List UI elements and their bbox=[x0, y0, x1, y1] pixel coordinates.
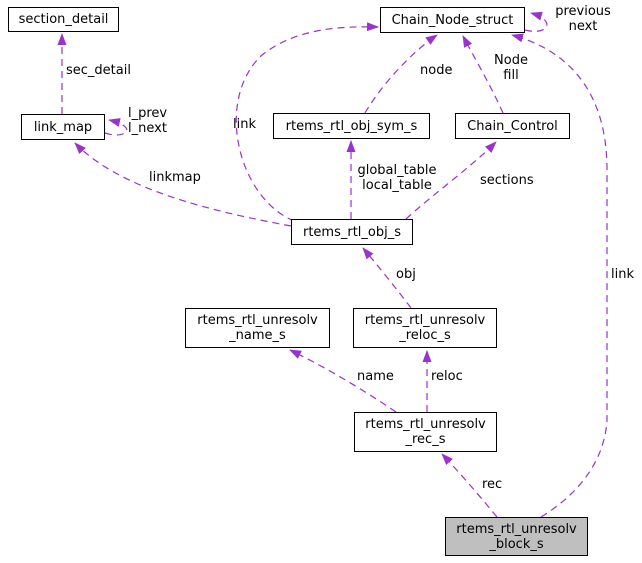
edge-label-node: node bbox=[420, 63, 453, 78]
node-link-map[interactable]: link_map bbox=[21, 114, 105, 140]
node-rtems-rtl-obj-s[interactable]: rtems_rtl_obj_s bbox=[291, 219, 413, 245]
edge-label-node-fill: Node fill bbox=[494, 53, 528, 83]
edge-previous-next-self-loop bbox=[524, 11, 548, 32]
edge-label-link-from-block: link bbox=[611, 267, 634, 282]
edge-name bbox=[289, 349, 397, 413]
edge-label-reloc: reloc bbox=[431, 369, 463, 384]
edge-link-from-block bbox=[511, 33, 608, 518]
edge-link-from-obj bbox=[235, 22, 379, 222]
edge-linkmap bbox=[74, 142, 292, 227]
node-rtems-rtl-unresolv-name-s[interactable]: rtems_rtl_unresolv _name_s bbox=[185, 308, 330, 348]
edge-label-l-prev-l-next: l_prev l_next bbox=[128, 106, 168, 136]
node-chain-node-struct[interactable]: Chain_Node_struct bbox=[380, 7, 525, 33]
edge-label-obj: obj bbox=[396, 267, 416, 282]
node-rtems-rtl-unresolv-rec-s[interactable]: rtems_rtl_unresolv _rec_s bbox=[354, 412, 497, 452]
edge-label-linkmap: linkmap bbox=[149, 170, 201, 185]
edge-label-sections: sections bbox=[480, 173, 534, 188]
node-chain-control[interactable]: Chain_Control bbox=[455, 113, 570, 139]
edge-rec bbox=[441, 453, 498, 518]
edge-obj bbox=[362, 247, 412, 309]
edge-label-name: name bbox=[357, 369, 394, 384]
edge-label-global-local-table: global_table local_table bbox=[357, 163, 437, 193]
edge-label-previous-next: previous next bbox=[555, 4, 611, 34]
edge-label-sec-detail: sec_detail bbox=[66, 63, 131, 78]
edge-label-rec: rec bbox=[482, 477, 503, 492]
node-rtems-rtl-unresolv-reloc-s[interactable]: rtems_rtl_unresolv _reloc_s bbox=[353, 308, 497, 348]
node-section-detail[interactable]: section_detail bbox=[8, 7, 119, 32]
edge-label-link-from-obj: link bbox=[233, 117, 256, 132]
edge-node bbox=[364, 34, 438, 114]
node-rtems-rtl-unresolv-block-s: rtems_rtl_unresolv _block_s bbox=[445, 517, 588, 556]
node-rtems-rtl-obj-sym-s[interactable]: rtems_rtl_obj_sym_s bbox=[273, 113, 430, 139]
edge-lprev-lnext-self-loop bbox=[104, 118, 128, 136]
